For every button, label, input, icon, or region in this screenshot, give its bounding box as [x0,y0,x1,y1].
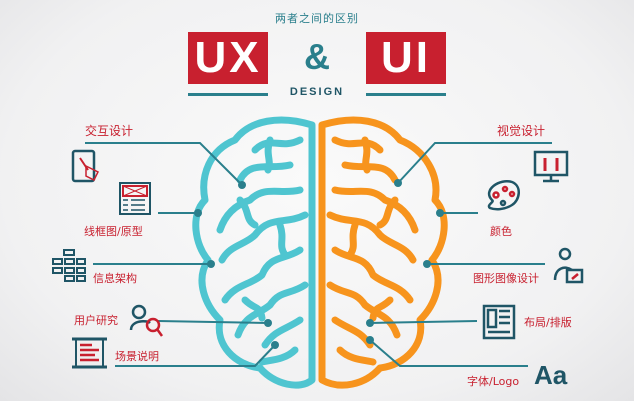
ux-label-research: 用户研究 [74,314,118,327]
sitemap-icon [52,249,86,282]
ui-label-layout: 布局/排版 [524,316,572,329]
ux-badge: UX [188,32,268,84]
left-hemisphere [192,116,316,389]
ux-label-interaction: 交互设计 [85,124,134,138]
leader-lines [85,142,552,367]
user-search-icon [129,304,164,337]
palette-icon [487,179,520,211]
typography-icon: Aa [534,360,568,390]
scroll-document-icon [72,337,107,369]
ui-label-graphic: 图形图像设计 [473,272,539,285]
ux-underline [188,93,268,96]
ui-badge: UI [366,32,446,84]
layout-icon [482,304,516,340]
ux-label-wireframe: 线框图/原型 [84,225,143,238]
right-hemisphere [318,116,448,389]
ui-underline [366,93,446,96]
tablet-touch-icon [71,149,100,183]
ui-label-visual: 视觉设计 [497,124,546,138]
designer-icon [553,247,584,284]
ampersand: & [304,36,330,77]
ui-label-typography: 字体/Logo [467,375,520,388]
subtitle: 两者之间的区别 [275,12,359,25]
ui-label-color: 颜色 [490,225,512,238]
connector-dots [194,179,444,349]
ux-label-scenario: 场景说明 [115,350,159,363]
wireframe-icon [119,182,151,215]
ux-label-ia: 信息架构 [93,272,137,285]
monitor-tools-icon [533,150,569,183]
design-label: DESIGN [289,86,345,98]
